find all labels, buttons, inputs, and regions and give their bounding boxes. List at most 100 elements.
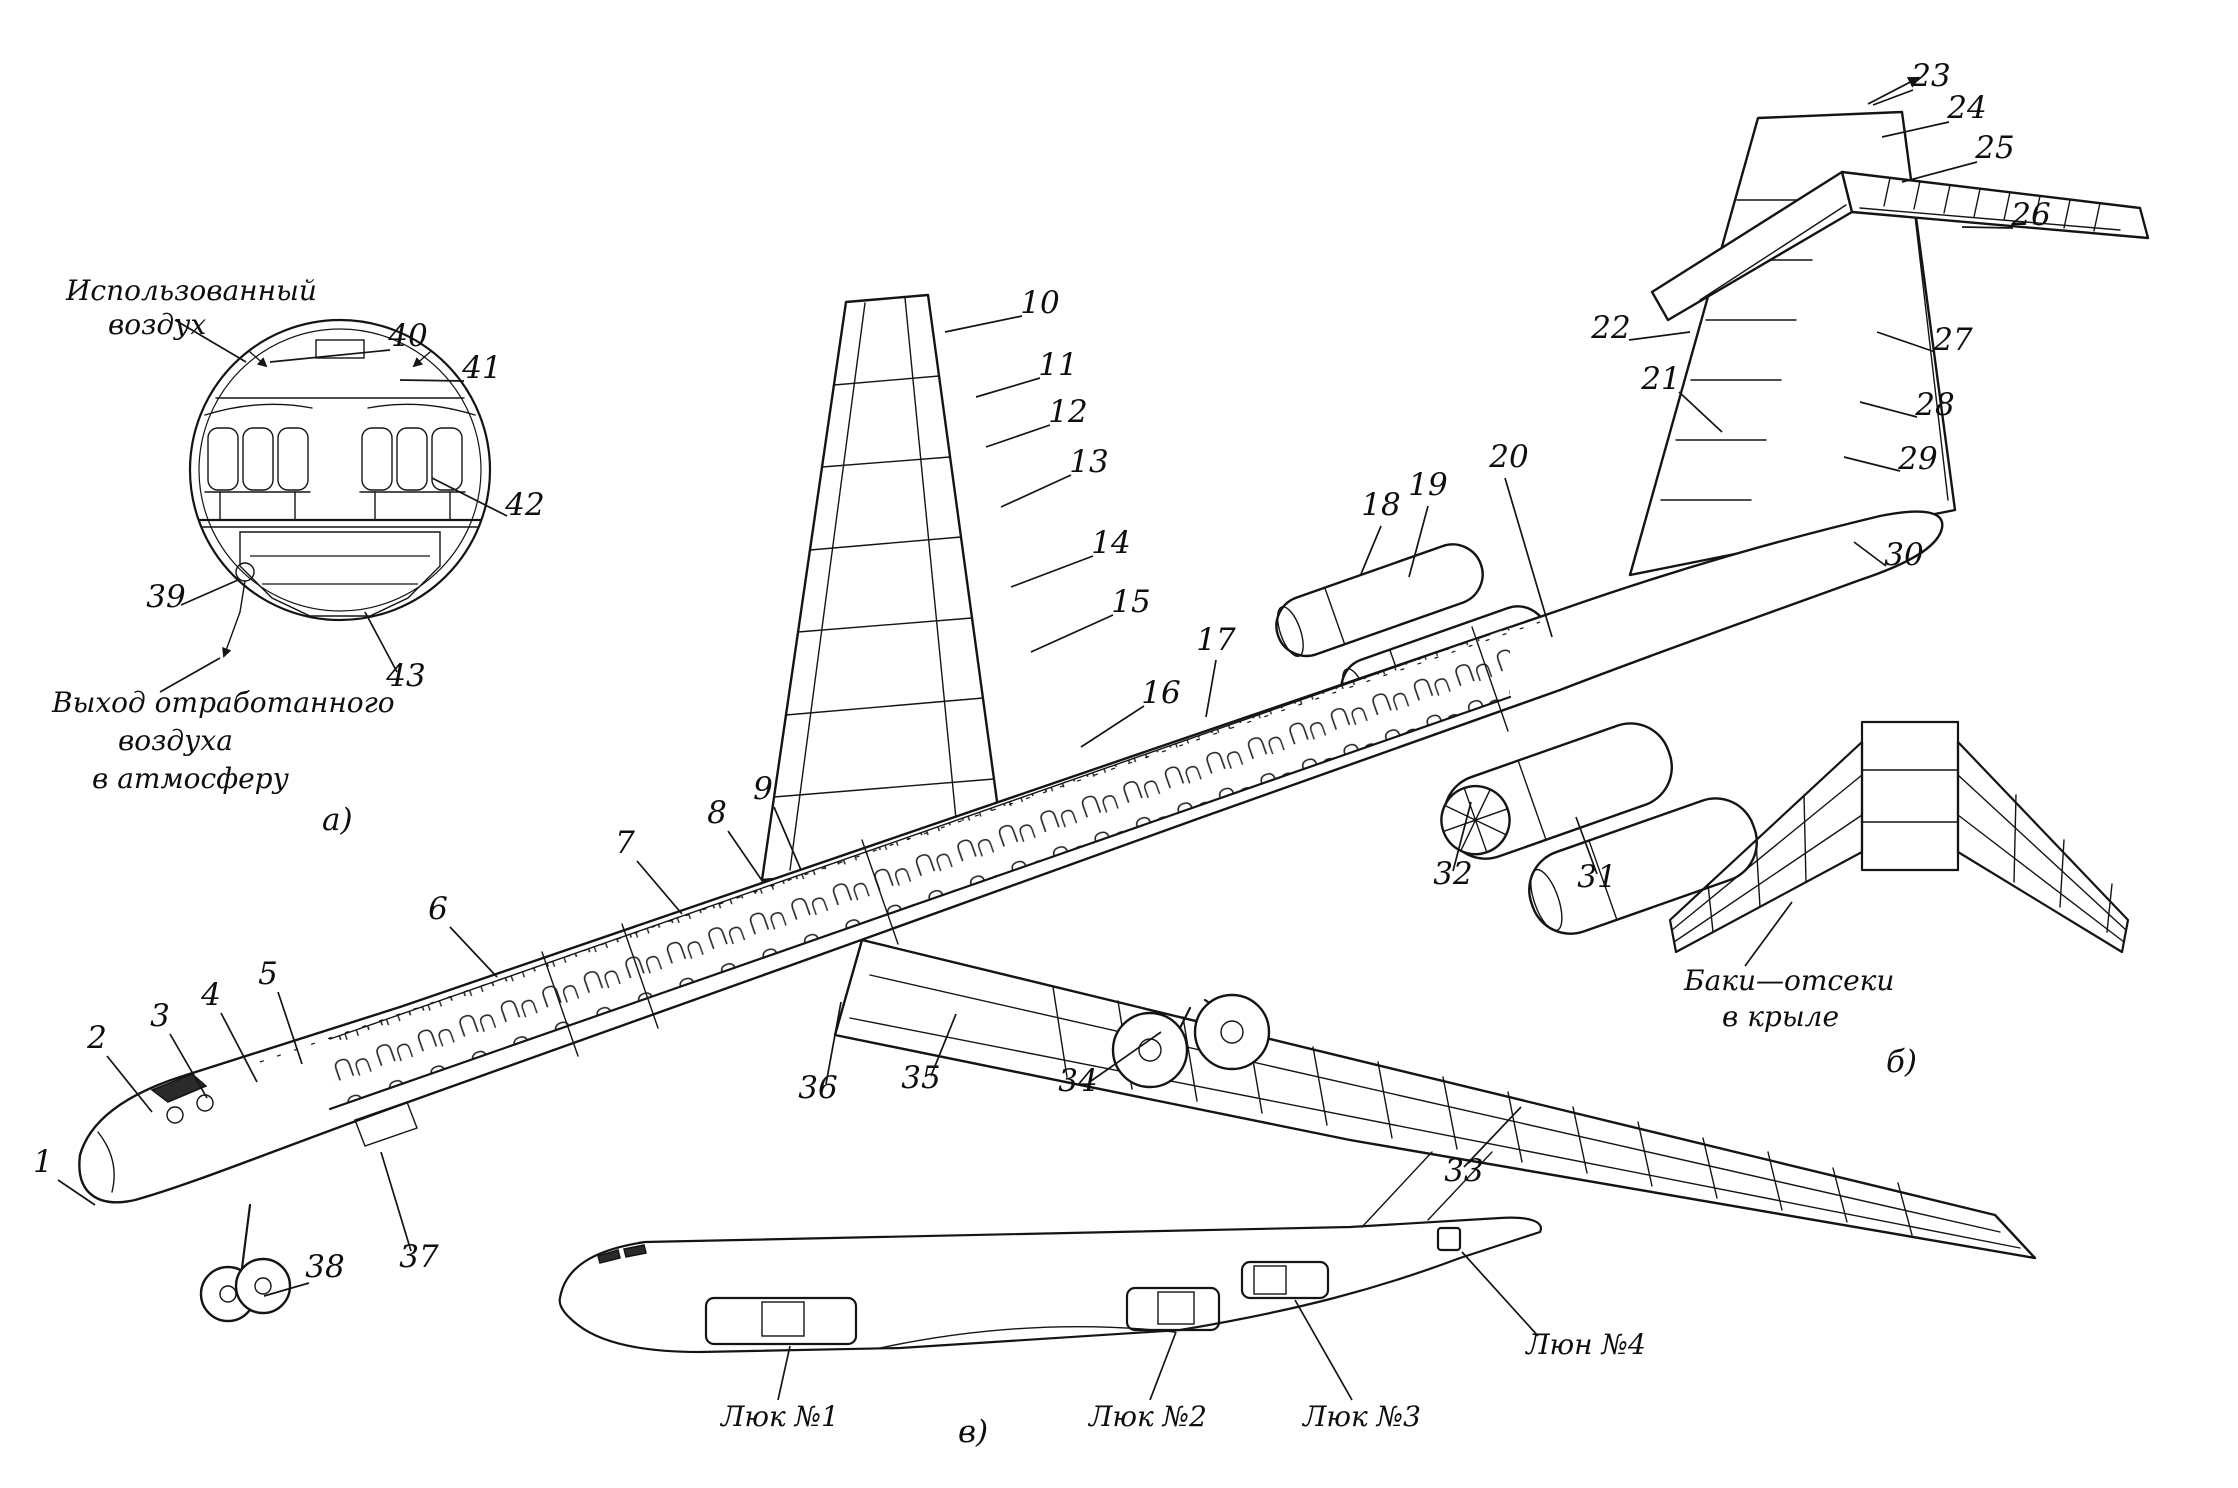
- callout-number-8: 8: [707, 795, 727, 831]
- callout-number-20: 20: [1488, 439, 1528, 475]
- callout-leader-41: [399, 379, 465, 382]
- hatch-4-label: Люн №4: [1524, 1328, 1646, 1361]
- numbered-callouts: 1234567891011121314151617181920212223242…: [33, 58, 2051, 1297]
- callout-number-32: 32: [1433, 856, 1472, 892]
- cross-section-seats: [204, 427, 466, 521]
- callout-leader-8: [727, 830, 764, 883]
- exhaust-label-line3: в атмосферу: [92, 762, 290, 795]
- callout-leader-3: [169, 1033, 208, 1099]
- callout-number-3: 3: [150, 998, 170, 1034]
- callout-leader-29: [1843, 456, 1901, 472]
- callout-number-18: 18: [1361, 487, 1400, 523]
- inset-b-wing-tanks: [1668, 720, 2130, 954]
- callout-leader-20: [1504, 477, 1553, 638]
- landing-gear: [199, 993, 1271, 1323]
- inset-a-cross-section: [188, 318, 492, 658]
- callout-number-27: 27: [1932, 322, 1973, 358]
- callout-leader-35: [930, 1013, 957, 1077]
- exhaust-air-arrow: [222, 611, 241, 658]
- callout-leader-31: [1575, 816, 1598, 875]
- hatch-3: [1240, 1260, 1330, 1300]
- callout-number-40: 40: [387, 318, 427, 354]
- callout-number-25: 25: [1974, 130, 2014, 166]
- callout-number-26: 26: [2010, 197, 2050, 233]
- hatch-3-door: [1253, 1265, 1287, 1295]
- hatch-2: [1125, 1286, 1221, 1332]
- wing-root-fairing: [879, 1325, 1176, 1349]
- side-view-hatches: [558, 1151, 1543, 1354]
- callout-leader-6: [449, 926, 498, 978]
- main-gear-wheel: [1111, 1011, 1189, 1089]
- cabin-floor: [328, 695, 1512, 1111]
- callout-leader-40: [269, 349, 391, 363]
- callout-leader-14: [1010, 555, 1094, 588]
- callout-leader-11: [975, 377, 1041, 398]
- callout-leader-19: [1408, 505, 1429, 578]
- callout-leader-15: [1030, 614, 1114, 653]
- callout-number-23: 23: [1910, 58, 1950, 94]
- callout-leader-39: [180, 579, 239, 606]
- callout-leader-28: [1859, 401, 1918, 418]
- callout-leader-24: [1881, 121, 1950, 138]
- callout-number-16: 16: [1141, 675, 1180, 711]
- cabin-seat-rows: [330, 627, 1510, 1109]
- callout-number-42: 42: [504, 487, 544, 523]
- callout-number-43: 43: [385, 658, 425, 694]
- callout-number-9: 9: [753, 771, 773, 807]
- callout-number-11: 11: [1038, 347, 1077, 383]
- callout-number-14: 14: [1091, 525, 1130, 561]
- fuselage: [78, 510, 1944, 1204]
- exhaust-label-line1: Выход отработанного: [51, 686, 395, 719]
- hatch-1-door: [761, 1301, 805, 1337]
- callout-number-13: 13: [1069, 444, 1108, 480]
- used-air-label-line1: Использованный: [65, 274, 317, 307]
- outflow-valve: [235, 562, 255, 582]
- callout-leader-38: [263, 1282, 310, 1297]
- callout-leader-5: [277, 991, 303, 1065]
- callout-number-24: 24: [1946, 90, 1986, 126]
- text-labels: Использованный воздух Выход отработанног…: [51, 274, 1917, 1450]
- callout-number-2: 2: [86, 1020, 107, 1056]
- callout-number-6: 6: [428, 891, 448, 927]
- callout-number-22: 22: [1590, 310, 1630, 346]
- callout-number-21: 21: [1640, 361, 1680, 397]
- wing-tanks-label-line1: Баки—отсеки: [1683, 964, 1894, 997]
- callout-leader-32: [1452, 801, 1472, 872]
- fin-tip-arrow: [1867, 76, 1921, 105]
- caption-b: б): [1886, 1044, 1917, 1080]
- main-gear-wheel: [1193, 993, 1271, 1071]
- callout-leader-34: [1090, 1031, 1162, 1082]
- tail-assembly: [1628, 76, 2150, 577]
- callout-leader-43: [364, 611, 398, 673]
- callout-number-10: 10: [1020, 285, 1059, 321]
- air-vent-arrow: [412, 351, 431, 368]
- callout-number-41: 41: [461, 350, 501, 386]
- callout-leader-2: [106, 1055, 153, 1113]
- callout-number-38: 38: [305, 1249, 344, 1285]
- cockpit-windshield: [150, 1073, 208, 1103]
- callout-leader-1: [57, 1179, 96, 1206]
- callout-number-4: 4: [200, 977, 221, 1013]
- nose-gear-wheel: [234, 1257, 292, 1315]
- callout-number-35: 35: [901, 1060, 940, 1096]
- callout-number-19: 19: [1408, 467, 1447, 503]
- exhaust-label-line2: воздуха: [118, 724, 233, 757]
- radome-joint: [97, 1131, 115, 1193]
- near-engines: [1440, 722, 1758, 935]
- callout-leader-4: [220, 1012, 258, 1083]
- used-air-label-line2: воздух: [108, 308, 206, 341]
- caption-a: а): [322, 802, 353, 838]
- hatch-4: [1436, 1226, 1462, 1252]
- callout-leader-36: [825, 1001, 842, 1085]
- callout-number-30: 30: [1884, 537, 1923, 573]
- callout-leader-12: [985, 424, 1051, 448]
- callout-number-1: 1: [33, 1144, 53, 1180]
- callout-leader-26: [1961, 226, 2014, 229]
- callout-leader-27: [1876, 331, 1936, 353]
- callout-leader-16: [1080, 705, 1145, 748]
- callout-number-34: 34: [1058, 1063, 1097, 1099]
- caption-v: в): [958, 1414, 988, 1450]
- callout-leader-23: [1872, 89, 1914, 106]
- callout-number-36: 36: [798, 1070, 837, 1106]
